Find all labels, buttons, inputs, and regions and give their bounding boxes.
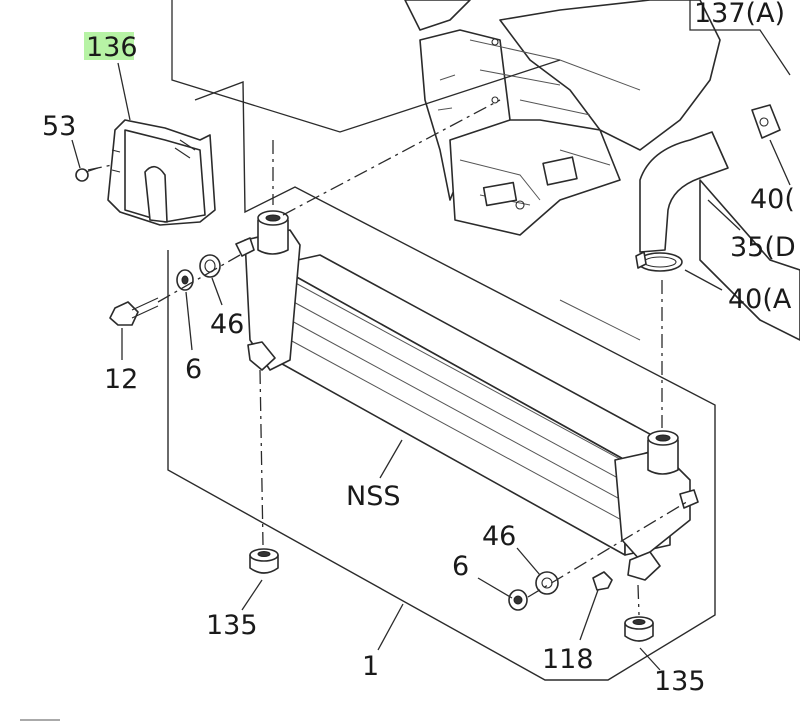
- clamp-40-top: [751, 104, 781, 139]
- bolt-12: [109, 297, 159, 326]
- radiator-support-frame: [404, 0, 800, 341]
- intercooler-core: [274, 254, 671, 556]
- callout-46-left: 46: [210, 309, 244, 340]
- assembly-frame: [167, 80, 716, 681]
- callout-12: 12: [104, 364, 138, 395]
- bracket-136: [107, 119, 216, 226]
- callout-135-right: 135: [654, 666, 706, 697]
- mount-135-left: [249, 548, 279, 574]
- mount-135-right: [624, 616, 654, 642]
- callout-6-left: 6: [185, 354, 202, 385]
- hose-35: [639, 131, 729, 253]
- callout-46-right: 46: [482, 521, 516, 552]
- callout-1: 1: [362, 651, 379, 682]
- washer-6-right: [508, 589, 528, 611]
- callout-135-left: 135: [206, 610, 258, 641]
- callout-137: 137(A): [694, 0, 785, 29]
- callout-118: 118: [542, 644, 594, 675]
- callout-35: 35(D: [730, 232, 796, 263]
- screw-53: [75, 167, 99, 182]
- bushing-46-left: [199, 254, 221, 278]
- clamp-40a: [635, 251, 683, 272]
- washer-6-left: [176, 269, 194, 291]
- callout-40-top: 40(: [750, 184, 795, 215]
- callout-136-highlight: [84, 32, 134, 60]
- label-nss: NSS: [346, 481, 400, 512]
- left-tank: [235, 210, 301, 371]
- callout-6-right: 6: [452, 551, 469, 582]
- callout-53: 53: [42, 111, 76, 142]
- bolt-118: [592, 571, 613, 591]
- callout-136: 136: [86, 32, 138, 63]
- callout-40a: 40(A: [728, 284, 792, 315]
